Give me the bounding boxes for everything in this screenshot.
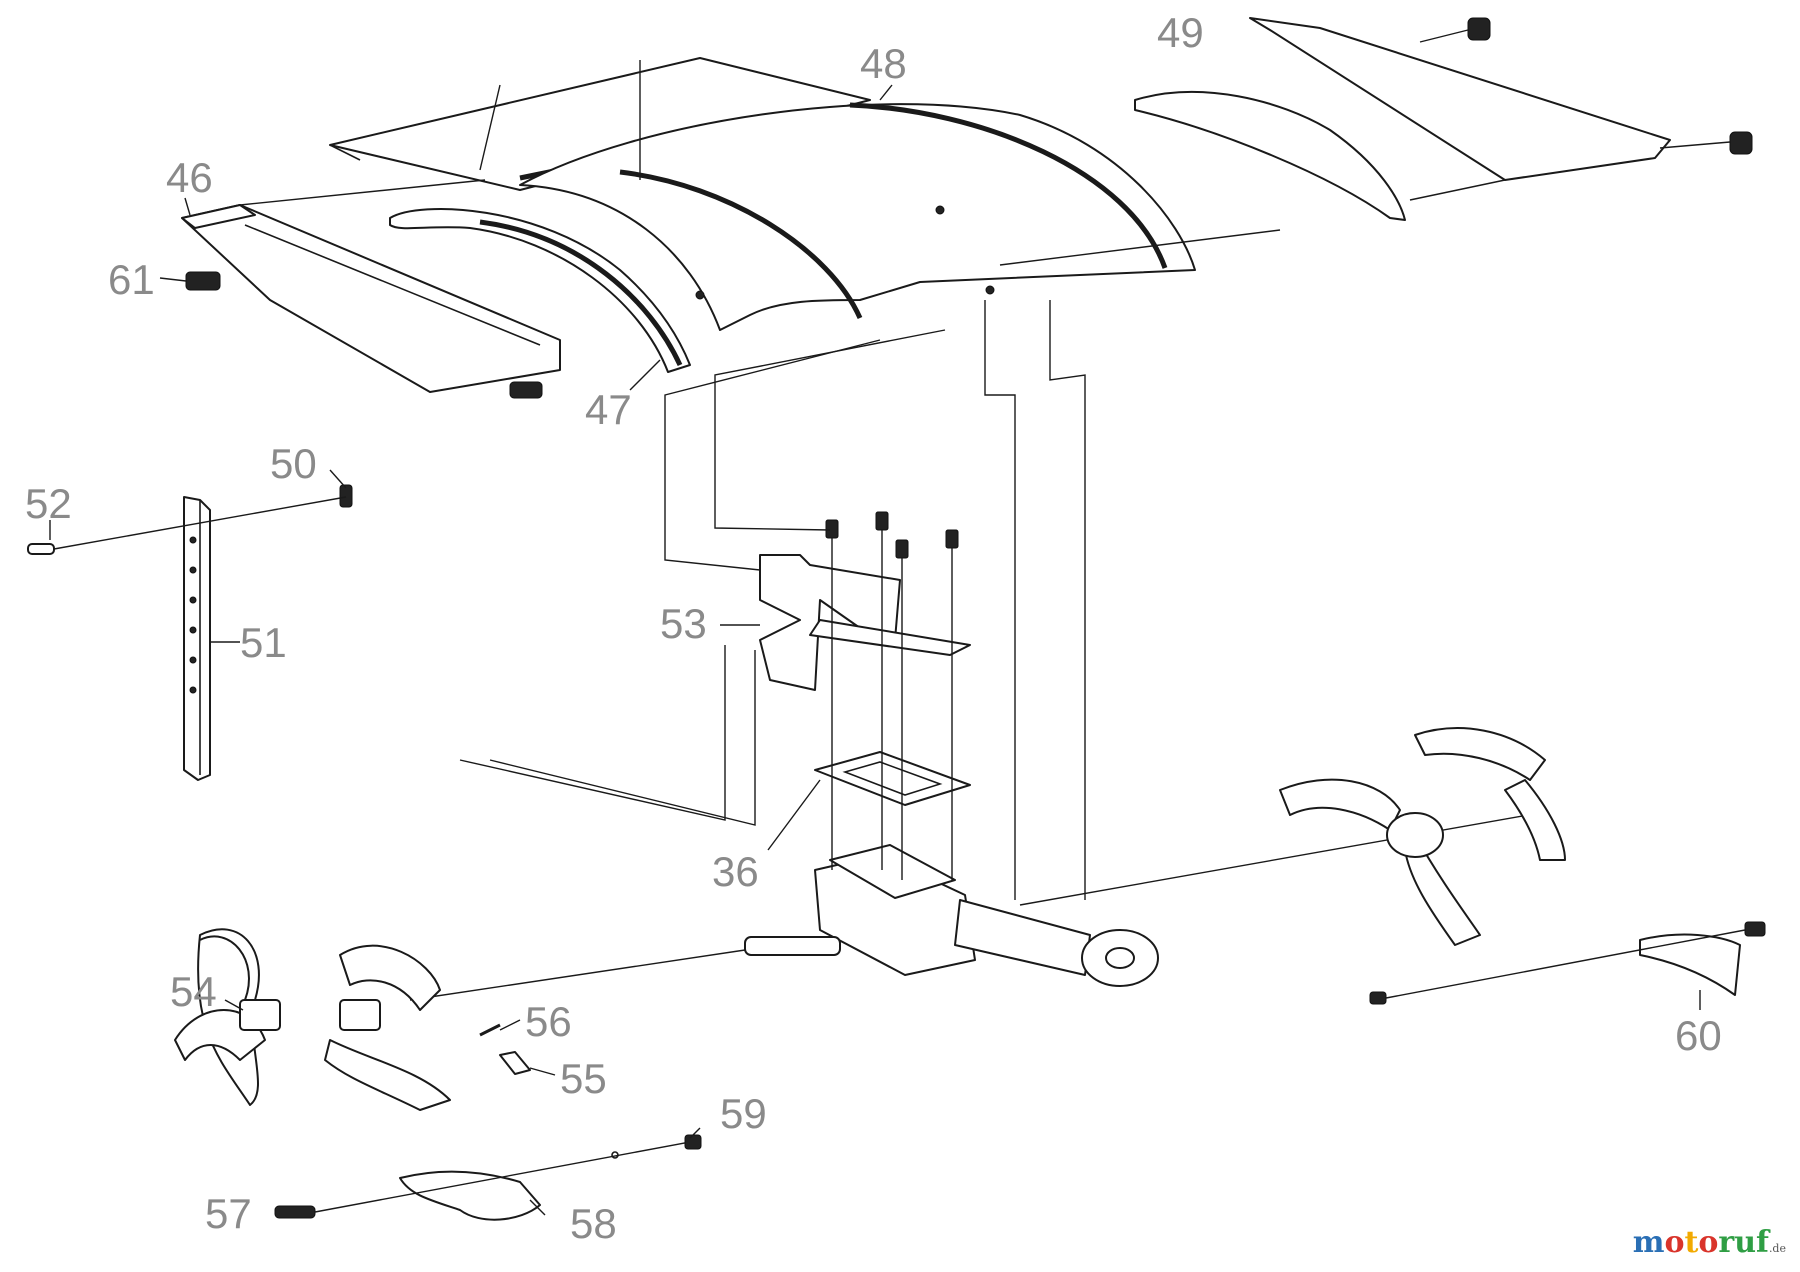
callout-36: 36 bbox=[712, 848, 759, 895]
main-hood-48 bbox=[519, 102, 1196, 331]
watermark-suffix: .de bbox=[1768, 1242, 1786, 1255]
callout-58: 58 bbox=[570, 1200, 617, 1247]
tine-blade-60 bbox=[1369, 921, 1766, 1005]
pin-55 bbox=[499, 1051, 531, 1075]
bolt-57 bbox=[274, 1141, 691, 1219]
callout-51: 51 bbox=[240, 619, 287, 666]
knob-61 bbox=[185, 271, 543, 399]
callout-46: 46 bbox=[166, 154, 213, 201]
watermark-logo: motoruf.de bbox=[1633, 1225, 1786, 1260]
callout-54: 54 bbox=[170, 968, 217, 1015]
nut-59 bbox=[684, 1134, 702, 1150]
mounting-bracket-53 bbox=[759, 511, 971, 691]
gasket-36 bbox=[814, 751, 971, 806]
callout-56: 56 bbox=[525, 998, 572, 1045]
bolt-50 bbox=[329, 469, 353, 508]
callout-50: 50 bbox=[270, 440, 317, 487]
right-shield-panel bbox=[1134, 90, 1406, 221]
top-right-plate-49 bbox=[1249, 17, 1753, 201]
callout-55: 55 bbox=[560, 1055, 607, 1102]
callout-53: 53 bbox=[660, 600, 707, 647]
callout-leaders bbox=[159, 84, 1701, 1216]
callout-61: 61 bbox=[108, 256, 155, 303]
tine-blade-58 bbox=[399, 1170, 541, 1221]
callout-59: 59 bbox=[720, 1090, 767, 1137]
callout-47: 47 bbox=[585, 386, 632, 433]
assembly-guide-lines bbox=[239, 60, 1281, 900]
callout-49: 49 bbox=[1157, 9, 1204, 56]
right-tine-assembly bbox=[1279, 727, 1566, 946]
callout-48: 48 bbox=[860, 40, 907, 87]
left-tine-assembly-54 bbox=[174, 928, 451, 1111]
key-56 bbox=[479, 1023, 501, 1037]
callout-57: 57 bbox=[205, 1190, 252, 1237]
depth-bar-51 bbox=[183, 496, 211, 781]
callout-60: 60 bbox=[1675, 1012, 1722, 1059]
side-shield-47 bbox=[389, 208, 691, 373]
gearbox-housing bbox=[409, 811, 1546, 1001]
watermark-brand: motoruf bbox=[1632, 1225, 1769, 1260]
pin-52 bbox=[27, 496, 347, 555]
callout-52: 52 bbox=[25, 480, 72, 527]
